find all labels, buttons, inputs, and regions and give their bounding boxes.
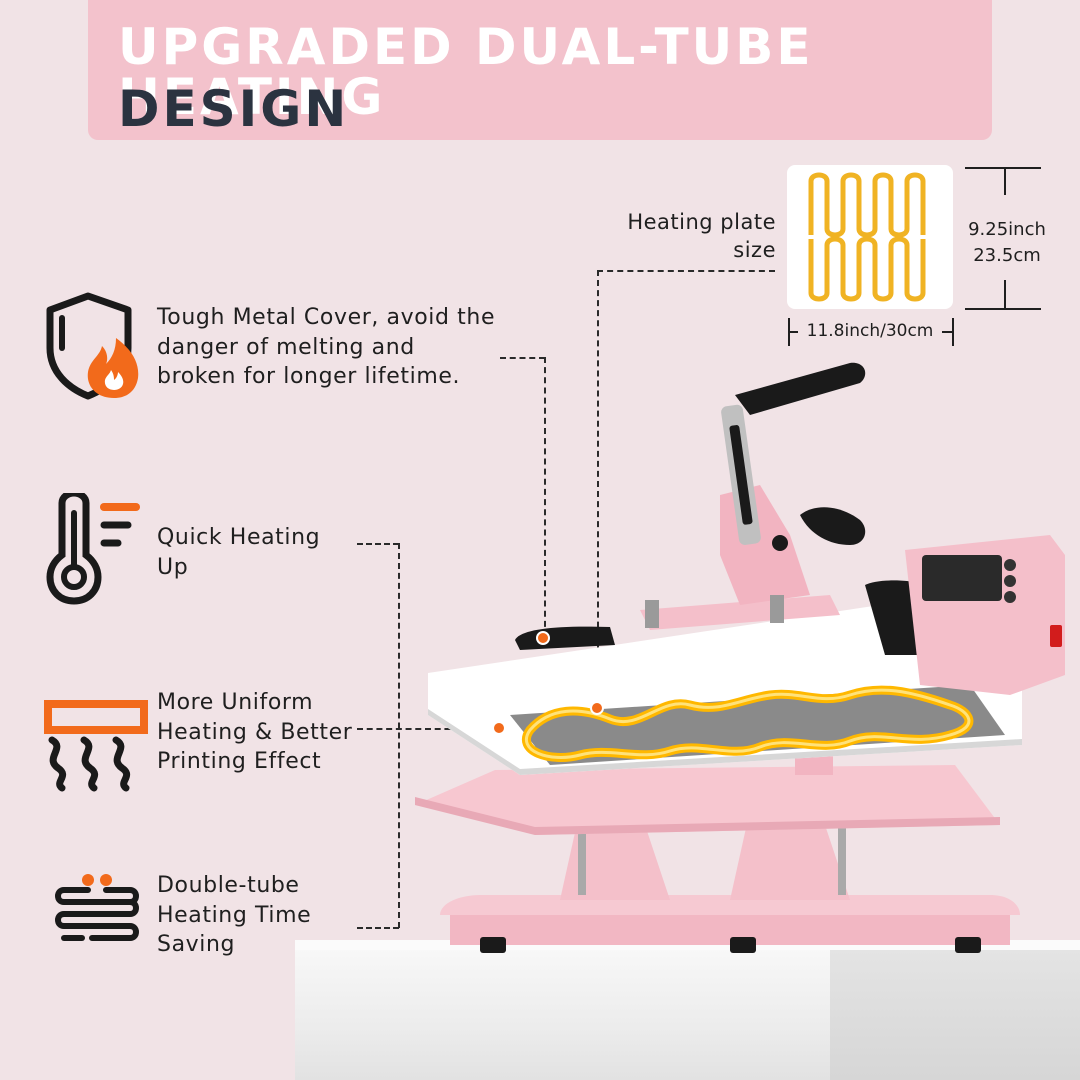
- height-dimension-tick: [1004, 167, 1006, 195]
- double-tube-icon: [55, 874, 139, 941]
- feature-double-tube-text: Double-tube Heating Time Saving: [157, 873, 312, 957]
- page-title-second-line: DESIGN: [118, 80, 350, 138]
- leader-quick-vertical: [398, 543, 400, 928]
- shield-flame-icon: [46, 292, 139, 400]
- feature-metal-cover-text: Tough Metal Cover, avoid the danger of m…: [157, 305, 496, 389]
- leader-double-horizontal: [357, 927, 399, 929]
- heat-press-machine-image: [415, 362, 1065, 953]
- height-dimension-line: [965, 167, 1041, 169]
- thermometer-icon: [46, 493, 140, 605]
- heating-coil-icon: [808, 172, 926, 302]
- height-dimension-tick-bottom: [1004, 280, 1006, 308]
- title-banner: [88, 0, 992, 140]
- leader-quick-horizontal: [357, 543, 399, 545]
- plate-height-cm: 23.5cm: [973, 245, 1041, 266]
- heating-plate-label: Heating plate size: [627, 210, 776, 262]
- feature-quick-heating-text: Quick Heating Up: [157, 525, 321, 580]
- feature-uniform-heating-text: More Uniform Heating & Better Printing E…: [157, 690, 353, 774]
- plate-height-inch: 9.25inch: [968, 219, 1046, 240]
- leader-cover-vertical: [544, 357, 546, 637]
- page-title: UPGRADED DUAL-TUBE HEATING: [118, 18, 814, 126]
- width-dimension-end-right: [952, 318, 954, 346]
- leader-plate-vertical: [597, 270, 599, 708]
- leader-cover-horizontal: [500, 357, 545, 359]
- display-pedestal-side: [830, 948, 1080, 1080]
- leader-uniform-horizontal: [357, 728, 499, 730]
- height-dimension-line-bottom: [965, 308, 1041, 310]
- uniform-heat-icon: [44, 700, 148, 792]
- plate-width: 11.8inch/30cm: [798, 318, 942, 344]
- heating-plate-diagram: [787, 165, 953, 309]
- leader-plate-horizontal: [597, 270, 775, 272]
